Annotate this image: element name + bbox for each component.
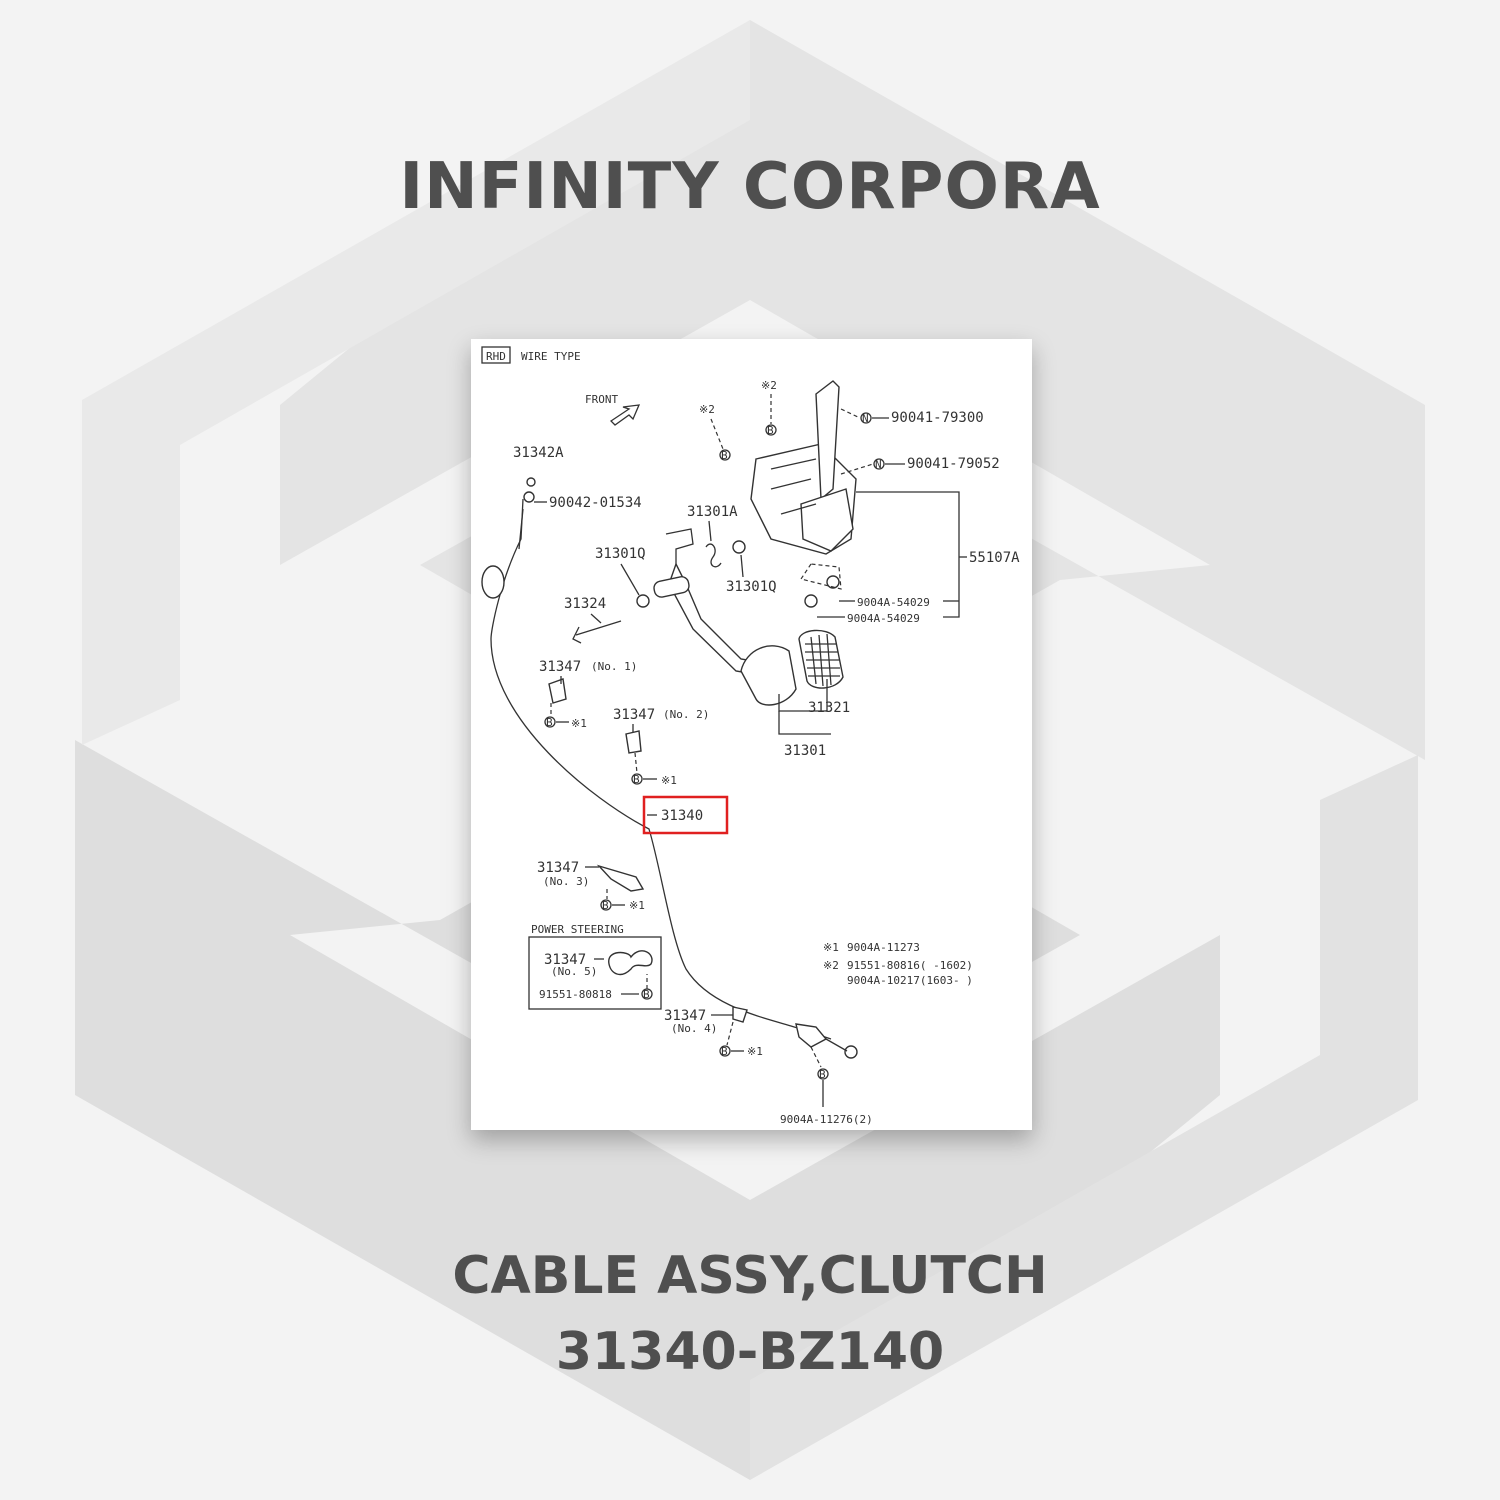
bush-right	[732, 540, 746, 554]
brand-title: INFINITY CORPORA	[399, 150, 1101, 224]
cable-end-loop	[481, 565, 505, 599]
label-31347-no4: 31347	[664, 1008, 706, 1024]
label-55107A: 55107A	[969, 550, 1020, 566]
note-1-mark: ※1	[823, 941, 839, 954]
label-90042-01534: 90042-01534	[549, 495, 642, 511]
mark1-a: ※1	[571, 717, 587, 730]
clamp-no2	[625, 730, 642, 754]
clamp-no5	[608, 950, 653, 976]
label-9004A-54029-b: 9004A-54029	[847, 612, 920, 625]
label-no4: (No. 4)	[671, 1022, 717, 1035]
bolt-b-5: B	[643, 988, 650, 1001]
product-name: CABLE ASSY,CLUTCH	[452, 1246, 1048, 1306]
label-31301Q-right: 31301Q	[726, 579, 777, 595]
label-31301Q-left: 31301Q	[595, 546, 646, 562]
mark1-b: ※1	[661, 774, 677, 787]
bolt-b-7: B	[721, 449, 728, 462]
clamp-no3	[596, 864, 645, 892]
cable-end-fitting	[795, 1023, 828, 1048]
nut-n-2: N	[875, 458, 882, 471]
label-31347-no1: 31347	[539, 659, 581, 675]
front-arrow-icon	[609, 404, 641, 426]
label-31347-no3: 31347	[537, 860, 579, 876]
label-9004A-11276: 9004A-11276(2)	[780, 1113, 873, 1126]
note-2-mark: ※2	[823, 959, 839, 972]
label-90041-79300: 90041-79300	[891, 410, 984, 426]
note-2-text: 91551-80816( -1602)	[847, 959, 973, 972]
clamp-no1	[548, 678, 567, 704]
label-31340-highlighted: 31340	[661, 808, 703, 824]
bolt-b-4: B	[721, 1045, 728, 1058]
label-31347-no5: 31347	[544, 952, 586, 968]
highlight-box	[642, 795, 729, 835]
return-spring	[705, 543, 722, 568]
pivot-bolt	[575, 620, 622, 636]
label-no3: (No. 3)	[543, 875, 589, 888]
label-31321: 31321	[808, 700, 850, 716]
mark1-c: ※1	[629, 899, 645, 912]
parts-diagram-sheet: RHD WIRE TYPE FRONT	[471, 339, 1032, 1130]
bracket-31321	[778, 679, 828, 712]
label-31342A: 31342A	[513, 445, 564, 461]
header-title: WIRE TYPE	[521, 350, 581, 363]
clamp-no4	[732, 1006, 748, 1023]
mark2-a: ※2	[761, 379, 777, 392]
bolt-54029-a	[826, 575, 840, 589]
bolt-54029-b	[804, 594, 818, 608]
label-31347-no2: 31347	[613, 707, 655, 723]
rhd-tag: RHD	[486, 350, 506, 363]
washer	[523, 491, 535, 503]
label-no2: (No. 2)	[663, 708, 709, 721]
label-9004A-54029-a: 9004A-54029	[857, 596, 930, 609]
power-steering-label: POWER STEERING	[531, 923, 624, 936]
nut-n-1: N	[862, 412, 869, 425]
mark2-b: ※2	[699, 403, 715, 416]
note-3-text: 9004A-10217(1603- )	[847, 974, 973, 987]
clutch-pedal	[653, 528, 844, 706]
bolt-b-3: B	[602, 899, 609, 912]
front-label: FRONT	[585, 393, 618, 406]
bolt-b-6: B	[767, 424, 774, 437]
label-31324: 31324	[564, 596, 606, 612]
label-no5: (No. 5)	[551, 965, 597, 978]
note-1-text: 9004A-11273	[847, 941, 920, 954]
power-steering-box	[528, 936, 662, 1010]
bolt-b-1: B	[546, 716, 553, 729]
parts-diagram: RHD WIRE TYPE FRONT	[481, 346, 1020, 1126]
bolt-b-8: B	[819, 1068, 826, 1081]
label-no1: (No. 1)	[591, 660, 637, 673]
bracket-55107A	[856, 491, 960, 618]
bush-left	[636, 594, 650, 608]
rhd-tag-box	[481, 346, 511, 364]
label-31301: 31301	[784, 743, 826, 759]
product-part-number: 31340-BZ140	[555, 1322, 945, 1382]
label-31301A: 31301A	[687, 504, 738, 520]
bolt-b-2: B	[633, 773, 640, 786]
pedal-bracket	[750, 380, 857, 555]
pedal-pad	[740, 645, 797, 706]
label-91551-80818: 91551-80818	[539, 988, 612, 1001]
label-90041-79052: 90041-79052	[907, 456, 1000, 472]
mark1-d: ※1	[747, 1045, 763, 1058]
